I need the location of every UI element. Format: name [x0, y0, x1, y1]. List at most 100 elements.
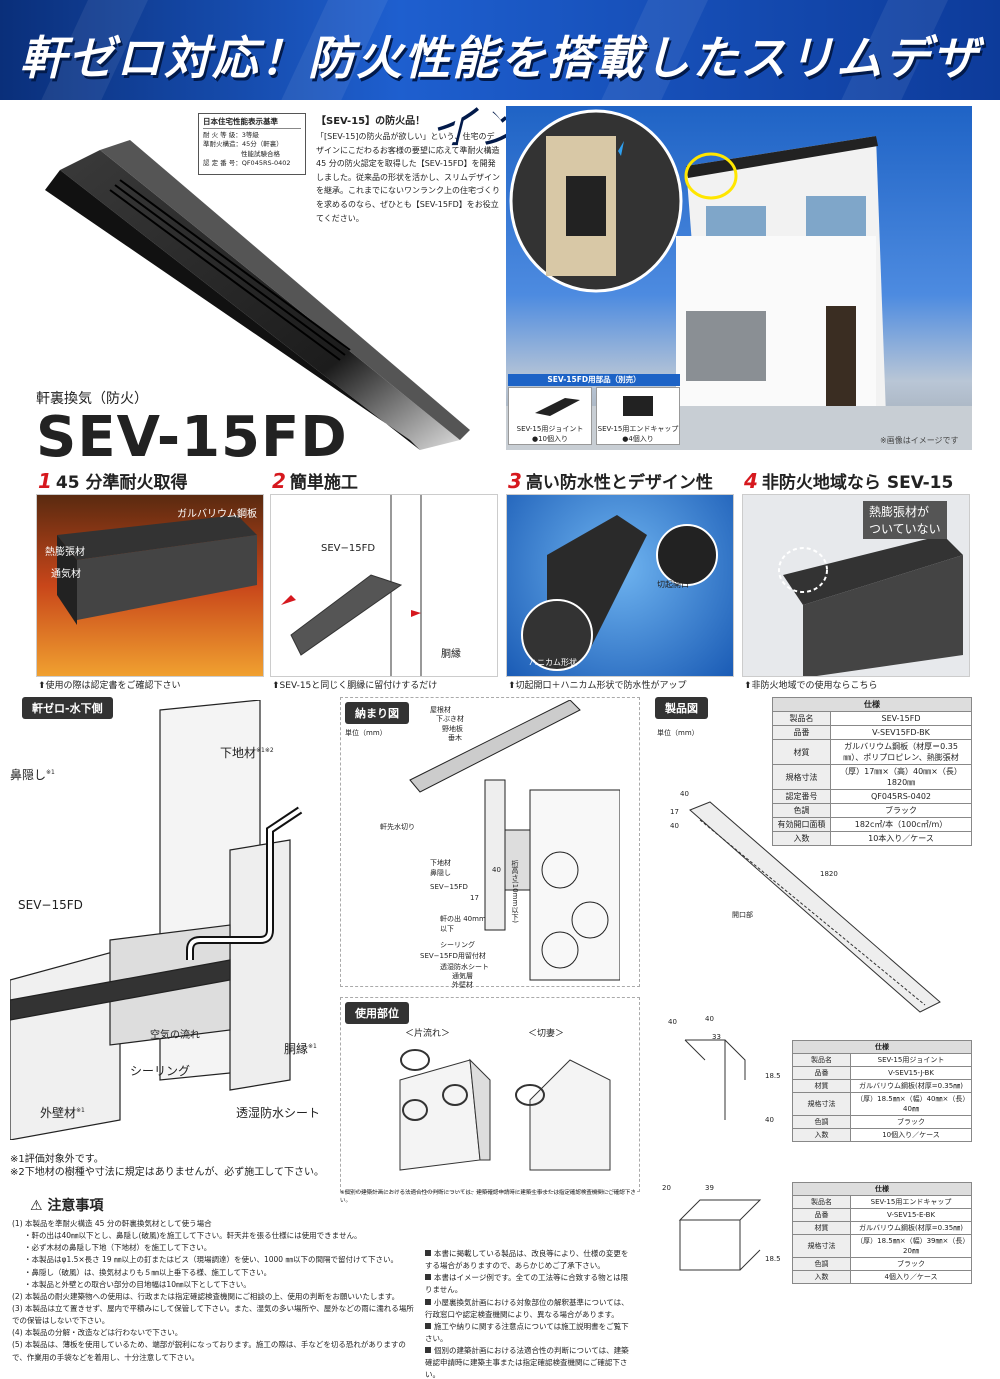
- label-opening: 開口部: [732, 911, 753, 919]
- spec-box-line: 認 定 番 号：QF045RS-0402: [203, 159, 291, 168]
- label-drip: 軒先水切り: [380, 823, 415, 831]
- product-category: 軒裏換気（防火）: [36, 391, 148, 407]
- image-note: ※画像はイメージです: [880, 436, 959, 445]
- note-2: ※2下地材の樹種や寸法に規定はありませんが、必ず施工して下さい。: [10, 1167, 324, 1178]
- usage-tag: 使用部位: [345, 1002, 409, 1024]
- label-sheet: 透湿防水シート: [236, 1106, 321, 1120]
- usage-section: [340, 997, 640, 1192]
- banner-title: 軒ゼロ対応！防火性能を搭載したスリムデザイン！: [20, 31, 980, 151]
- feature-3-image: 切起開口 ハニカム形状: [506, 494, 734, 677]
- label-substrate-o: 下地材: [430, 859, 451, 867]
- label-vent: 通気材: [51, 569, 81, 580]
- feature-2-caption: ⬆SEV-15と同じく胴縁に留付けするだけ: [272, 681, 438, 691]
- label-sealing: シーリング: [130, 1064, 191, 1078]
- label-furring-zero: 胴縁※1: [284, 1042, 317, 1056]
- joint-label: SEV-15用ジョイント: [516, 425, 584, 433]
- cap-dim-b: 39: [705, 1184, 714, 1192]
- dim-17: 17: [470, 894, 479, 902]
- osamari-roof-labels: 屋根材下ぶき材野地板垂木: [430, 706, 464, 743]
- label-fascia: 鼻隠し※1: [10, 768, 55, 782]
- usage-note: ※個別の建築計画における法適合性の判断については、建築確認申請時に建築主事または…: [340, 1190, 636, 1204]
- label-sheet-o: 透湿防水シート: [440, 963, 489, 971]
- feature-4-caption: ⬆非防火地域での使用ならこちら: [744, 681, 878, 691]
- label-honeycomb: ハニカム形状: [529, 658, 577, 667]
- intro-title: 【SEV-15】の防火品！: [316, 116, 426, 127]
- caution-title: ⚠ 注意事項: [30, 1198, 104, 1214]
- label-substrate: 下地材※1※2: [220, 746, 274, 760]
- label-sev15fd-zero: SEV−15FD: [18, 898, 83, 912]
- intro-text: 【SEV-15】の防火品！ 「[SEV-15]の防火品が欲しい」という、住宅のデ…: [316, 113, 502, 225]
- note-1: ※1評価対象外です。: [10, 1154, 104, 1165]
- cap-dim-a: 20: [662, 1184, 671, 1192]
- feature-2-image: SEV−15FD 胴縁: [270, 494, 498, 677]
- performance-spec-box: 日本住宅性能表示基準 耐 火 等 級：3等級 準耐火構造：45分（軒裏） 性能試…: [198, 113, 306, 175]
- label-air-layer: 通気層: [452, 972, 473, 980]
- endcap-label: SEV-15用エンドキャップ: [597, 425, 679, 433]
- cap-dim-c: 18.5: [765, 1255, 781, 1263]
- seihin-unit: 単位（mm）: [657, 729, 699, 737]
- label-intumescent: 熱膨張材: [45, 547, 85, 558]
- joint-dim-c: 33: [712, 1033, 721, 1041]
- label-airflow: 空気の流れ: [150, 1030, 200, 1041]
- warning-icon: ⚠: [30, 1198, 43, 1214]
- spec-box-heading: 日本住宅性能表示基準: [203, 117, 301, 129]
- joint-dim-b: 40: [705, 1015, 714, 1023]
- usage-gable: ＜切妻＞: [528, 1029, 565, 1039]
- label-cut-opening: 切起開口: [657, 580, 689, 589]
- feature-4-image: 熱膨張材がついていない: [742, 494, 970, 677]
- dim-40v-p: 40: [670, 822, 679, 830]
- dim-rafter: 桁高さ(10mm以下): [511, 860, 519, 924]
- zero-eave-diagram: [10, 700, 303, 1140]
- label-wall-o: 外壁材: [452, 981, 473, 989]
- usage-diagram: [399, 1049, 611, 1171]
- osamari-section: [340, 697, 640, 987]
- label-sev15fd: SEV−15FD: [321, 543, 376, 554]
- parts-title: SEV-15FD用部品（別売）: [508, 374, 680, 386]
- feature-1-caption: ⬆使用の際は認定書をご確認下さい: [38, 681, 181, 691]
- dim-17-p: 17: [670, 808, 679, 816]
- product-name: SEV-15FD: [36, 405, 348, 470]
- seihin-diagram: [689, 801, 941, 1013]
- label-galvalume: ガルバリウム鋼板: [177, 509, 257, 520]
- joint-drawing: [684, 1039, 746, 1120]
- spec-box-line: 性能試験合格: [241, 149, 280, 158]
- zero-eave-tag: 軒ゼロ-水下側: [22, 697, 113, 719]
- feature-1-image: ガルバリウム鋼板 熱膨張材 通気材: [36, 494, 264, 677]
- feature-3-caption: ⬆切起開口＋ハニカム形状で防水性がアップ: [508, 681, 687, 691]
- caution-bullets: 本書に掲載している製品は、改良等により、仕様の変更をする場合がありますので、あら…: [425, 1249, 629, 1379]
- label-no-intumescent: 熱膨張材がついていない: [863, 501, 947, 539]
- joint-part: SEV-15用ジョイント ●10個入り: [508, 387, 592, 445]
- spec-box-line: 耐 火 等 級：3等級: [203, 130, 259, 139]
- dim-1820: 1820: [820, 870, 838, 878]
- osamari-tag: 納まり図: [345, 702, 409, 724]
- label-sev-o: SEV−15FD: [430, 883, 468, 891]
- label-fastener: SEV−15FD用留付材: [420, 952, 486, 960]
- caution-list: (1) 本製品を準耐火構造 45 分の軒裏換気材として使う場合 ・軒の出は40㎜…: [12, 1219, 414, 1362]
- joint-dim-d: 18.5: [765, 1072, 781, 1080]
- seihin-tag: 製品図: [655, 697, 708, 719]
- title-banner: [0, 0, 1000, 100]
- label-fascia-o: 鼻隠し: [430, 869, 451, 877]
- endcap-qty: ●4個入り: [622, 435, 654, 443]
- osamari-unit: 単位（mm）: [345, 729, 387, 737]
- usage-mono: ＜片流れ＞: [405, 1029, 451, 1039]
- joint-dim-a: 40: [668, 1018, 677, 1026]
- label-eave: 軒の出 40mm以下: [440, 915, 486, 933]
- product-render: [45, 140, 470, 450]
- intro-body: 「[SEV-15]の防火品が欲しい」という、住宅のデザインにこだわるお客様の要望…: [316, 132, 500, 223]
- endcap-part: SEV-15用エンドキャップ ●4個入り: [596, 387, 680, 445]
- label-sealing-o: シーリング: [440, 941, 475, 949]
- joint-dim-e: 40: [765, 1116, 774, 1124]
- dim-40: 40: [492, 866, 501, 874]
- label-furring: 胴縁: [441, 649, 461, 660]
- osamari-diagram: [409, 700, 620, 981]
- dim-40-p: 40: [680, 790, 689, 798]
- label-wall: 外壁材※1: [40, 1106, 85, 1120]
- endcap-drawing: [678, 1199, 762, 1271]
